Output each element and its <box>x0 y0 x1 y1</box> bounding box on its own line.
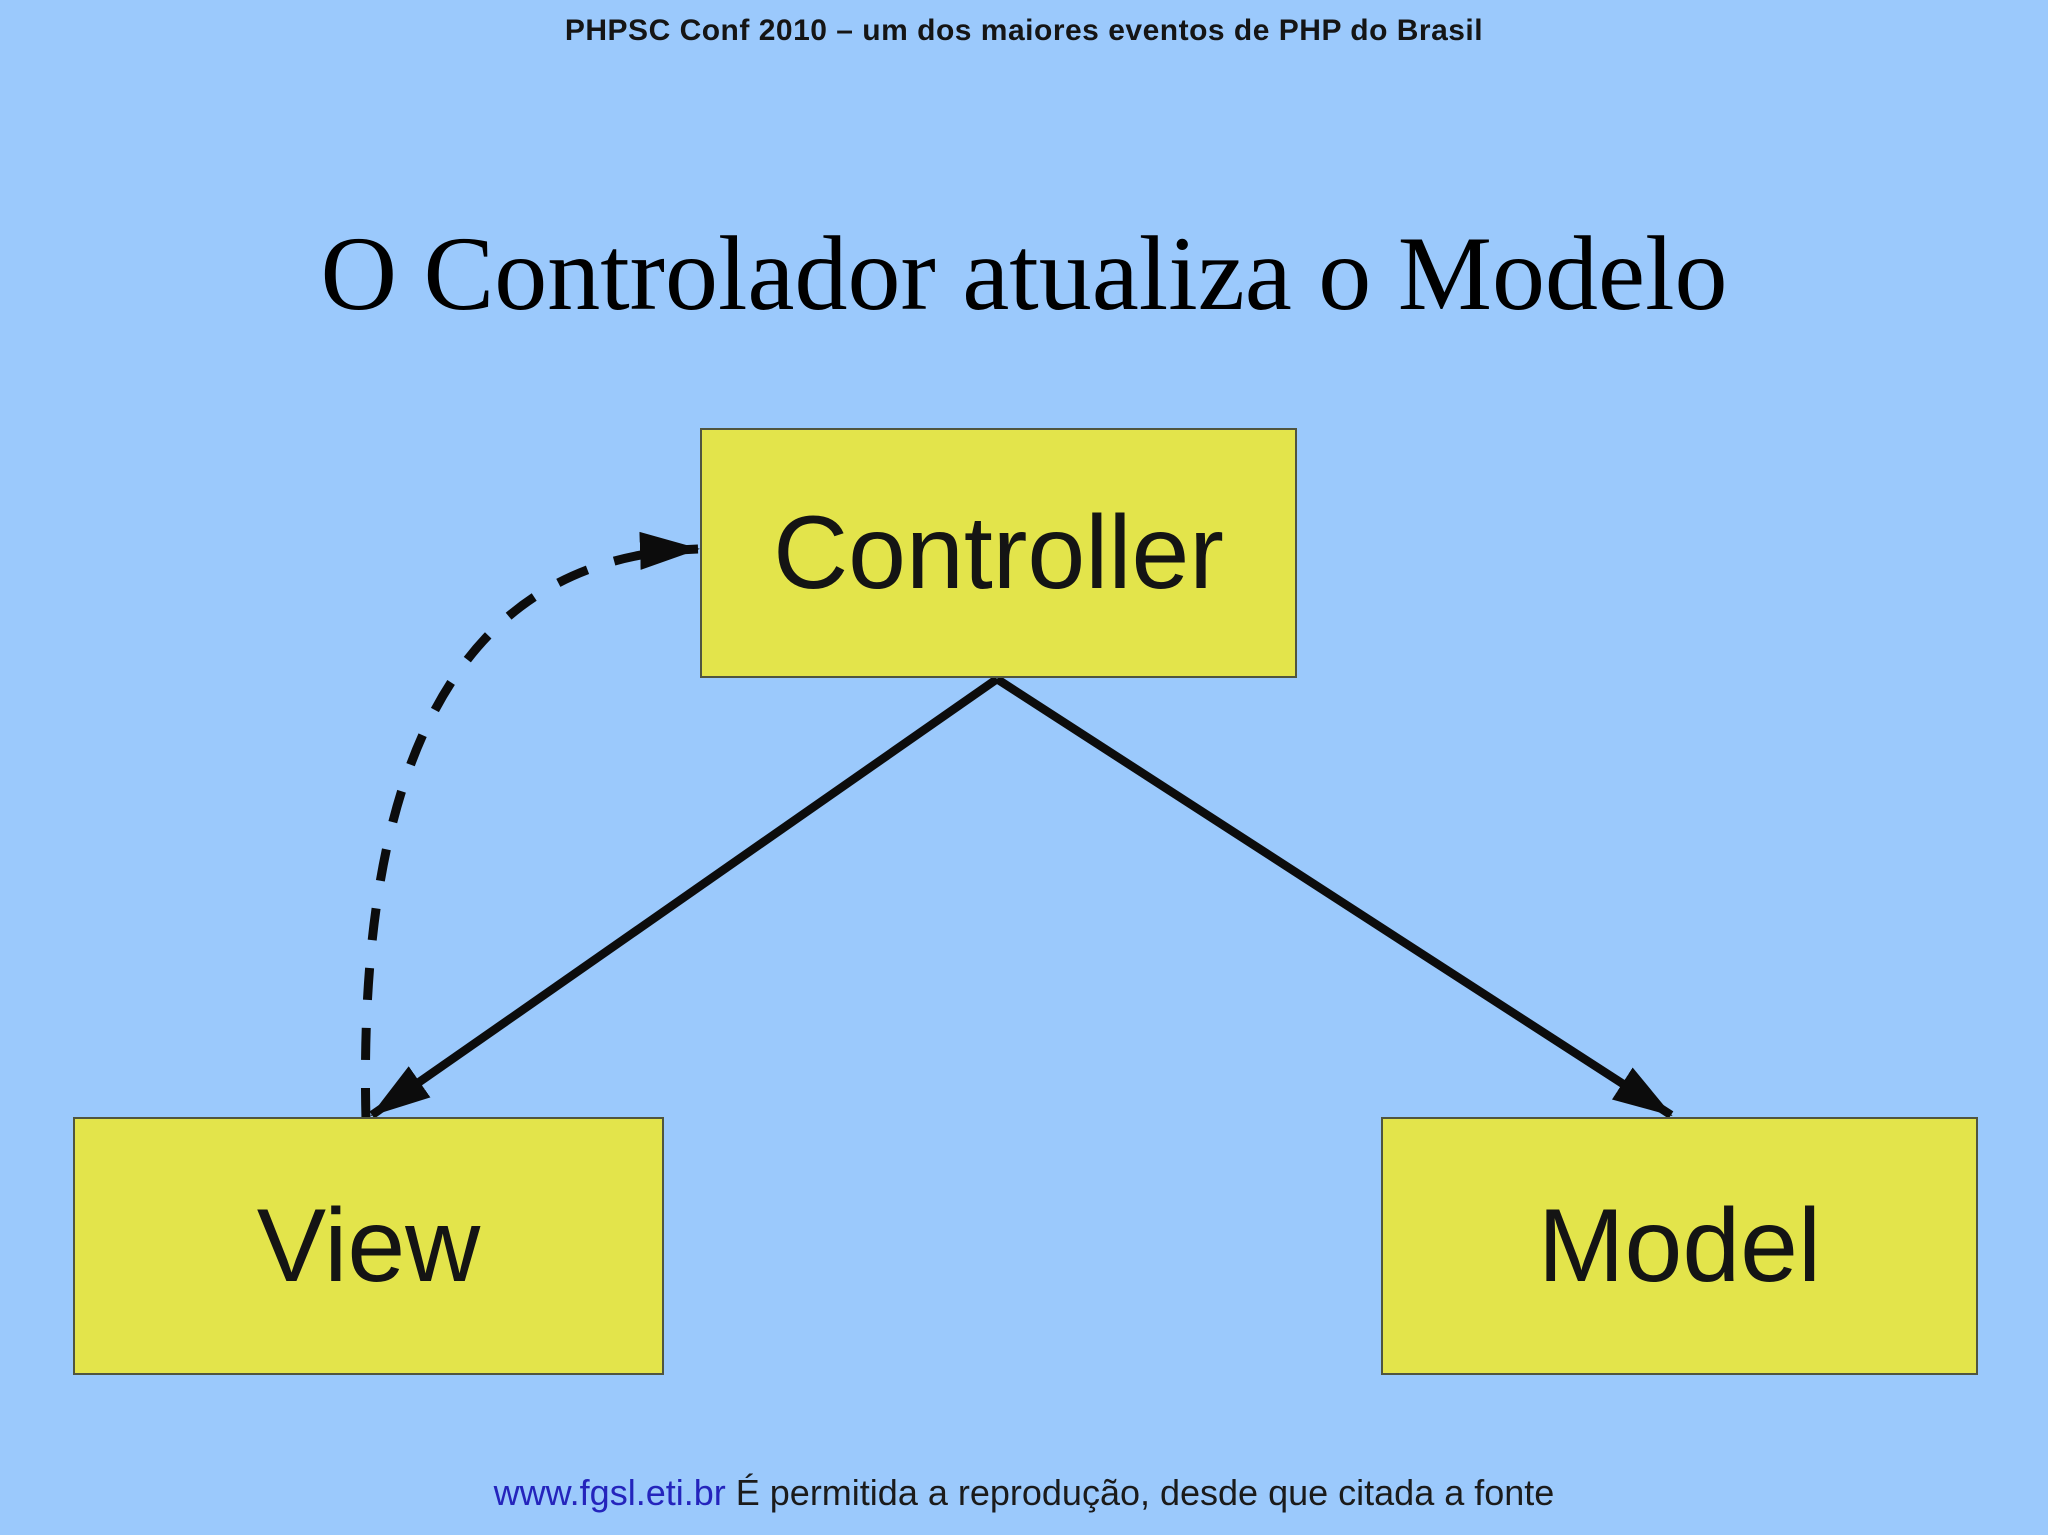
node-controller-label: Controller <box>773 494 1224 611</box>
edge-controller-to-model-arrow <box>994 675 1674 1119</box>
node-controller: Controller <box>700 428 1297 678</box>
header-note: PHPSC Conf 2010 – um dos maiores eventos… <box>564 14 1484 47</box>
footer-text: É permitida a reprodução, desde que cita… <box>735 1472 1555 1513</box>
edge-view-to-controller-dashed-arrow <box>360 531 700 1121</box>
footer-link[interactable]: www.fgsl.eti.br <box>493 1472 726 1513</box>
edge-controller-to-view-arrow <box>369 675 1000 1119</box>
footer-separator <box>726 1472 736 1513</box>
node-view: View <box>73 1117 664 1375</box>
footer: www.fgsl.eti.br É permitida a reprodução… <box>0 1470 2048 1517</box>
node-model: Model <box>1381 1117 1978 1375</box>
node-model-label: Model <box>1537 1187 1822 1304</box>
node-view-label: View <box>256 1187 481 1304</box>
page-title: O Controlador atualiza o Modelo <box>320 215 1728 332</box>
